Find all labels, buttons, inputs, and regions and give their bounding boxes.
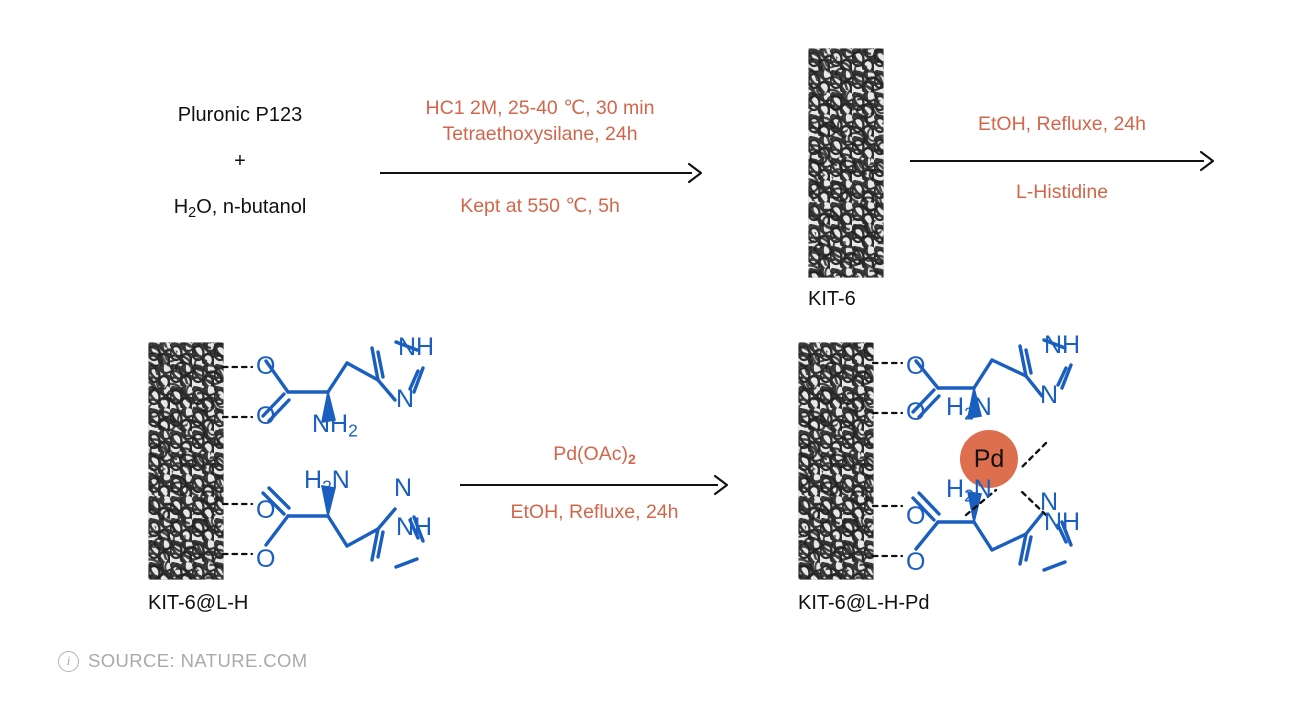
source-attribution: i SOURCE: NATURE.COM (58, 650, 308, 672)
kit6-lh-pd-label: KIT-6@L-H-Pd (798, 592, 930, 614)
step2-above-line1: EtOH, Refluxe, 24h (978, 113, 1146, 135)
atom-h2n-lower-pd: H2N (946, 475, 992, 506)
atom-carbonyl-o-lower-lh: O (256, 545, 276, 573)
reactant-h-subscript: 2 (188, 205, 197, 222)
h2n-h: H (304, 466, 323, 494)
atom-ester-o-upper-lh: O (256, 352, 276, 380)
h2n-n-lo: N (973, 475, 992, 503)
kit6-lh-label: KIT-6@L-H (148, 592, 249, 614)
atom-n-ring-upper-lh: N (396, 385, 415, 413)
reactant-h: H (173, 196, 189, 218)
atom-nh-ring-upper-lh: NH (398, 333, 435, 361)
histidine-structures-lh (261, 340, 425, 569)
h2n-h-lo: H (946, 475, 965, 503)
kit6-silica-block (808, 48, 884, 278)
h2n-subscript: 2 (322, 476, 332, 497)
atom-nh-ring-upper-pd: NH (1044, 331, 1081, 359)
atom-n-ring-lower-lh: N (394, 474, 413, 502)
step1-above-line2: Tetraethoxysilane, 24h (442, 122, 638, 145)
pd-label: Pd (973, 444, 1005, 473)
step2-below-line1: L-Histidine (1015, 181, 1109, 203)
pd-oac-subscript: 2 (627, 450, 636, 467)
nh2-subscript: 2 (348, 420, 358, 441)
info-icon: i (58, 650, 79, 672)
atom-h2n-lower-lh: H2N (304, 466, 350, 497)
atom-ester-o-lower-lh: O (256, 496, 276, 524)
pd-oac-text: Pd(OAc) (553, 443, 628, 465)
h2n-h-up: H (946, 393, 965, 421)
atom-n-ring-lower-pd: N (1040, 488, 1059, 516)
reactant-line-3: H2O, n-butanol (120, 184, 360, 236)
h2n-sub-up: 2 (964, 403, 974, 424)
step1-conditions-below: Kept at 550 ℃, 5h (383, 194, 697, 220)
atom-n-ring-upper-pd: N (1040, 381, 1059, 409)
kit6-lh-silica-block (148, 342, 224, 580)
step1-above-line1: HC1 2M, 25-40 ℃, 30 min (425, 97, 655, 119)
reaction-arrow-3 (460, 474, 729, 496)
stereo-wedge-upper-pd (966, 387, 982, 419)
atom-carbonyl-o-lower-pd: O (906, 548, 926, 576)
kit6-label: KIT-6 (808, 288, 856, 310)
reactant-plus-sign: + (234, 150, 246, 172)
step1-conditions-above: HC1 2M, 25-40 ℃, 30 min Tetraethoxysilan… (383, 96, 697, 147)
atom-nh-ring-lower-pd: NH (1044, 508, 1081, 536)
atom-nh-ring-lower-lh: NH (396, 513, 433, 541)
palladium-center: Pd (960, 430, 1018, 488)
step3-conditions-above: Pd(OAc)2 (462, 442, 727, 468)
step2-conditions-above: EtOH, Refluxe, 24h (912, 112, 1212, 138)
h2n-n-up: N (973, 393, 992, 421)
step3-below-line1: EtOH, Refluxe, 24h (510, 501, 679, 523)
source-label: SOURCE: NATURE.COM (88, 650, 308, 671)
reactant-rest: O, n-butanol (196, 196, 307, 218)
atom-ester-o-lower-pd: O (906, 502, 926, 530)
step2-conditions-below: L-Histidine (912, 180, 1212, 206)
step3-above-line1: Pd(OAc)2 (462, 442, 727, 468)
step3-conditions-below: EtOH, Refluxe, 24h (462, 500, 727, 526)
step1-below-line1: Kept at 550 ℃, 5h (460, 195, 620, 217)
stereo-wedge-upper (320, 391, 336, 423)
nh2-text: NH (312, 410, 349, 438)
h2n-sub-lo: 2 (964, 485, 974, 506)
reaction-arrow-2 (910, 150, 1215, 172)
silica-tethers-lh (222, 365, 254, 556)
atom-carbonyl-o-upper-pd: O (906, 398, 926, 426)
kit6-lh-pd-silica-block (798, 342, 874, 580)
reactant-line-1: Pluronic P123 (177, 104, 303, 126)
reaction-arrow-1 (380, 162, 703, 184)
atom-ester-o-upper-pd: O (906, 352, 926, 380)
atom-h2n-upper-pd: H2N (946, 393, 992, 424)
stereo-wedge-lower (320, 485, 336, 517)
silica-tethers-lh-pd (872, 361, 904, 558)
atom-carbonyl-o-upper-lh: O (256, 402, 276, 430)
reactants-block: Pluronic P123 + H2O, n-butanol (120, 92, 360, 236)
h2n-n: N (331, 466, 350, 494)
atom-nh2-upper-lh: NH2 (312, 410, 358, 441)
